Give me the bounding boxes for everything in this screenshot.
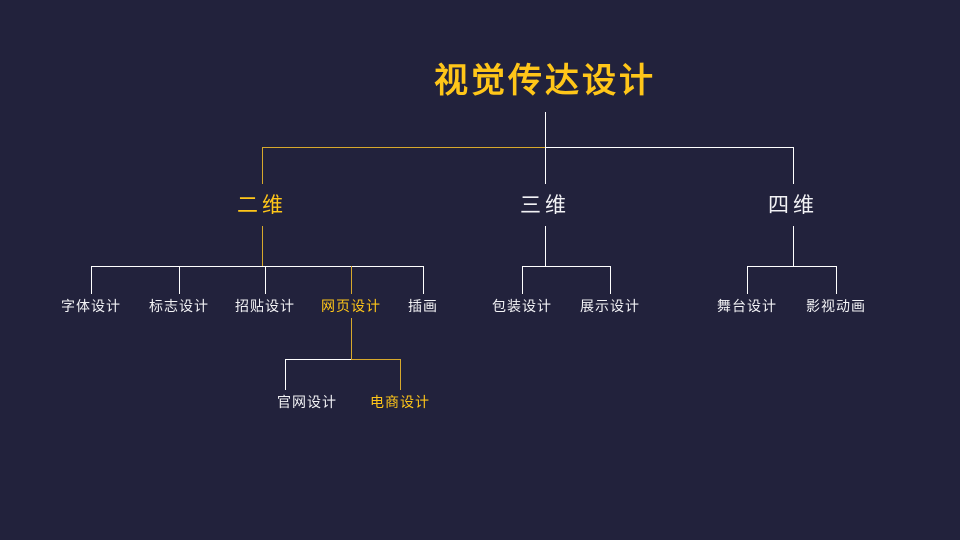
node-wangye-sheji[interactable]: 网页设计: [321, 299, 381, 315]
node-3d[interactable]: 三维: [520, 193, 570, 217]
node-yingshi-donghua[interactable]: 影视动画: [806, 299, 866, 315]
connector-2d-bar: [91, 266, 424, 267]
node-wutai-sheji[interactable]: 舞台设计: [717, 299, 777, 315]
node-chahua[interactable]: 插画: [408, 299, 438, 315]
node-2d[interactable]: 二维: [237, 193, 287, 217]
root-node-title[interactable]: 视觉传达设计: [434, 61, 656, 101]
connector-drop-guanwang: [285, 359, 286, 390]
connector-2d-stem: [262, 226, 263, 266]
connector-drop-2d: [262, 147, 263, 184]
connector-drop-yingshi: [836, 266, 837, 294]
connector-drop-3d: [545, 147, 546, 184]
node-zhaotie-sheji[interactable]: 招贴设计: [235, 299, 295, 315]
connector-drop-zhanshi: [610, 266, 611, 294]
connector-drop-wangye: [351, 266, 352, 294]
connector-4d-bar: [747, 266, 836, 267]
connector-drop-chahua: [423, 266, 424, 294]
connector-wangye-bar-right: [351, 359, 401, 360]
connector-drop-4d: [793, 147, 794, 184]
connector-root-bar-right: [545, 147, 794, 148]
connector-4d-stem: [793, 226, 794, 266]
connector-drop-zhaotie: [265, 266, 266, 294]
connector-drop-baozhuang: [522, 266, 523, 294]
connector-drop-dianshang: [400, 359, 401, 390]
connector-wangye-bar-left: [285, 359, 352, 360]
node-ziti-sheji[interactable]: 字体设计: [61, 299, 121, 315]
connector-root-bar-left: [262, 147, 546, 148]
connector-drop-wutai: [747, 266, 748, 294]
connector-wangye-stem: [351, 318, 352, 359]
node-zhanshi-sheji[interactable]: 展示设计: [580, 299, 640, 315]
node-guanwang-sheji[interactable]: 官网设计: [277, 395, 337, 411]
connector-drop-ziti: [91, 266, 92, 294]
node-4d[interactable]: 四维: [768, 193, 818, 217]
connector-3d-stem: [545, 226, 546, 266]
node-baozhuang-sheji[interactable]: 包装设计: [492, 299, 552, 315]
connector-root-stem: [545, 112, 546, 147]
node-dianshang-sheji[interactable]: 电商设计: [370, 395, 430, 411]
connector-3d-bar: [522, 266, 611, 267]
node-biaozhi-sheji[interactable]: 标志设计: [149, 299, 209, 315]
connector-drop-biaozhi: [179, 266, 180, 294]
